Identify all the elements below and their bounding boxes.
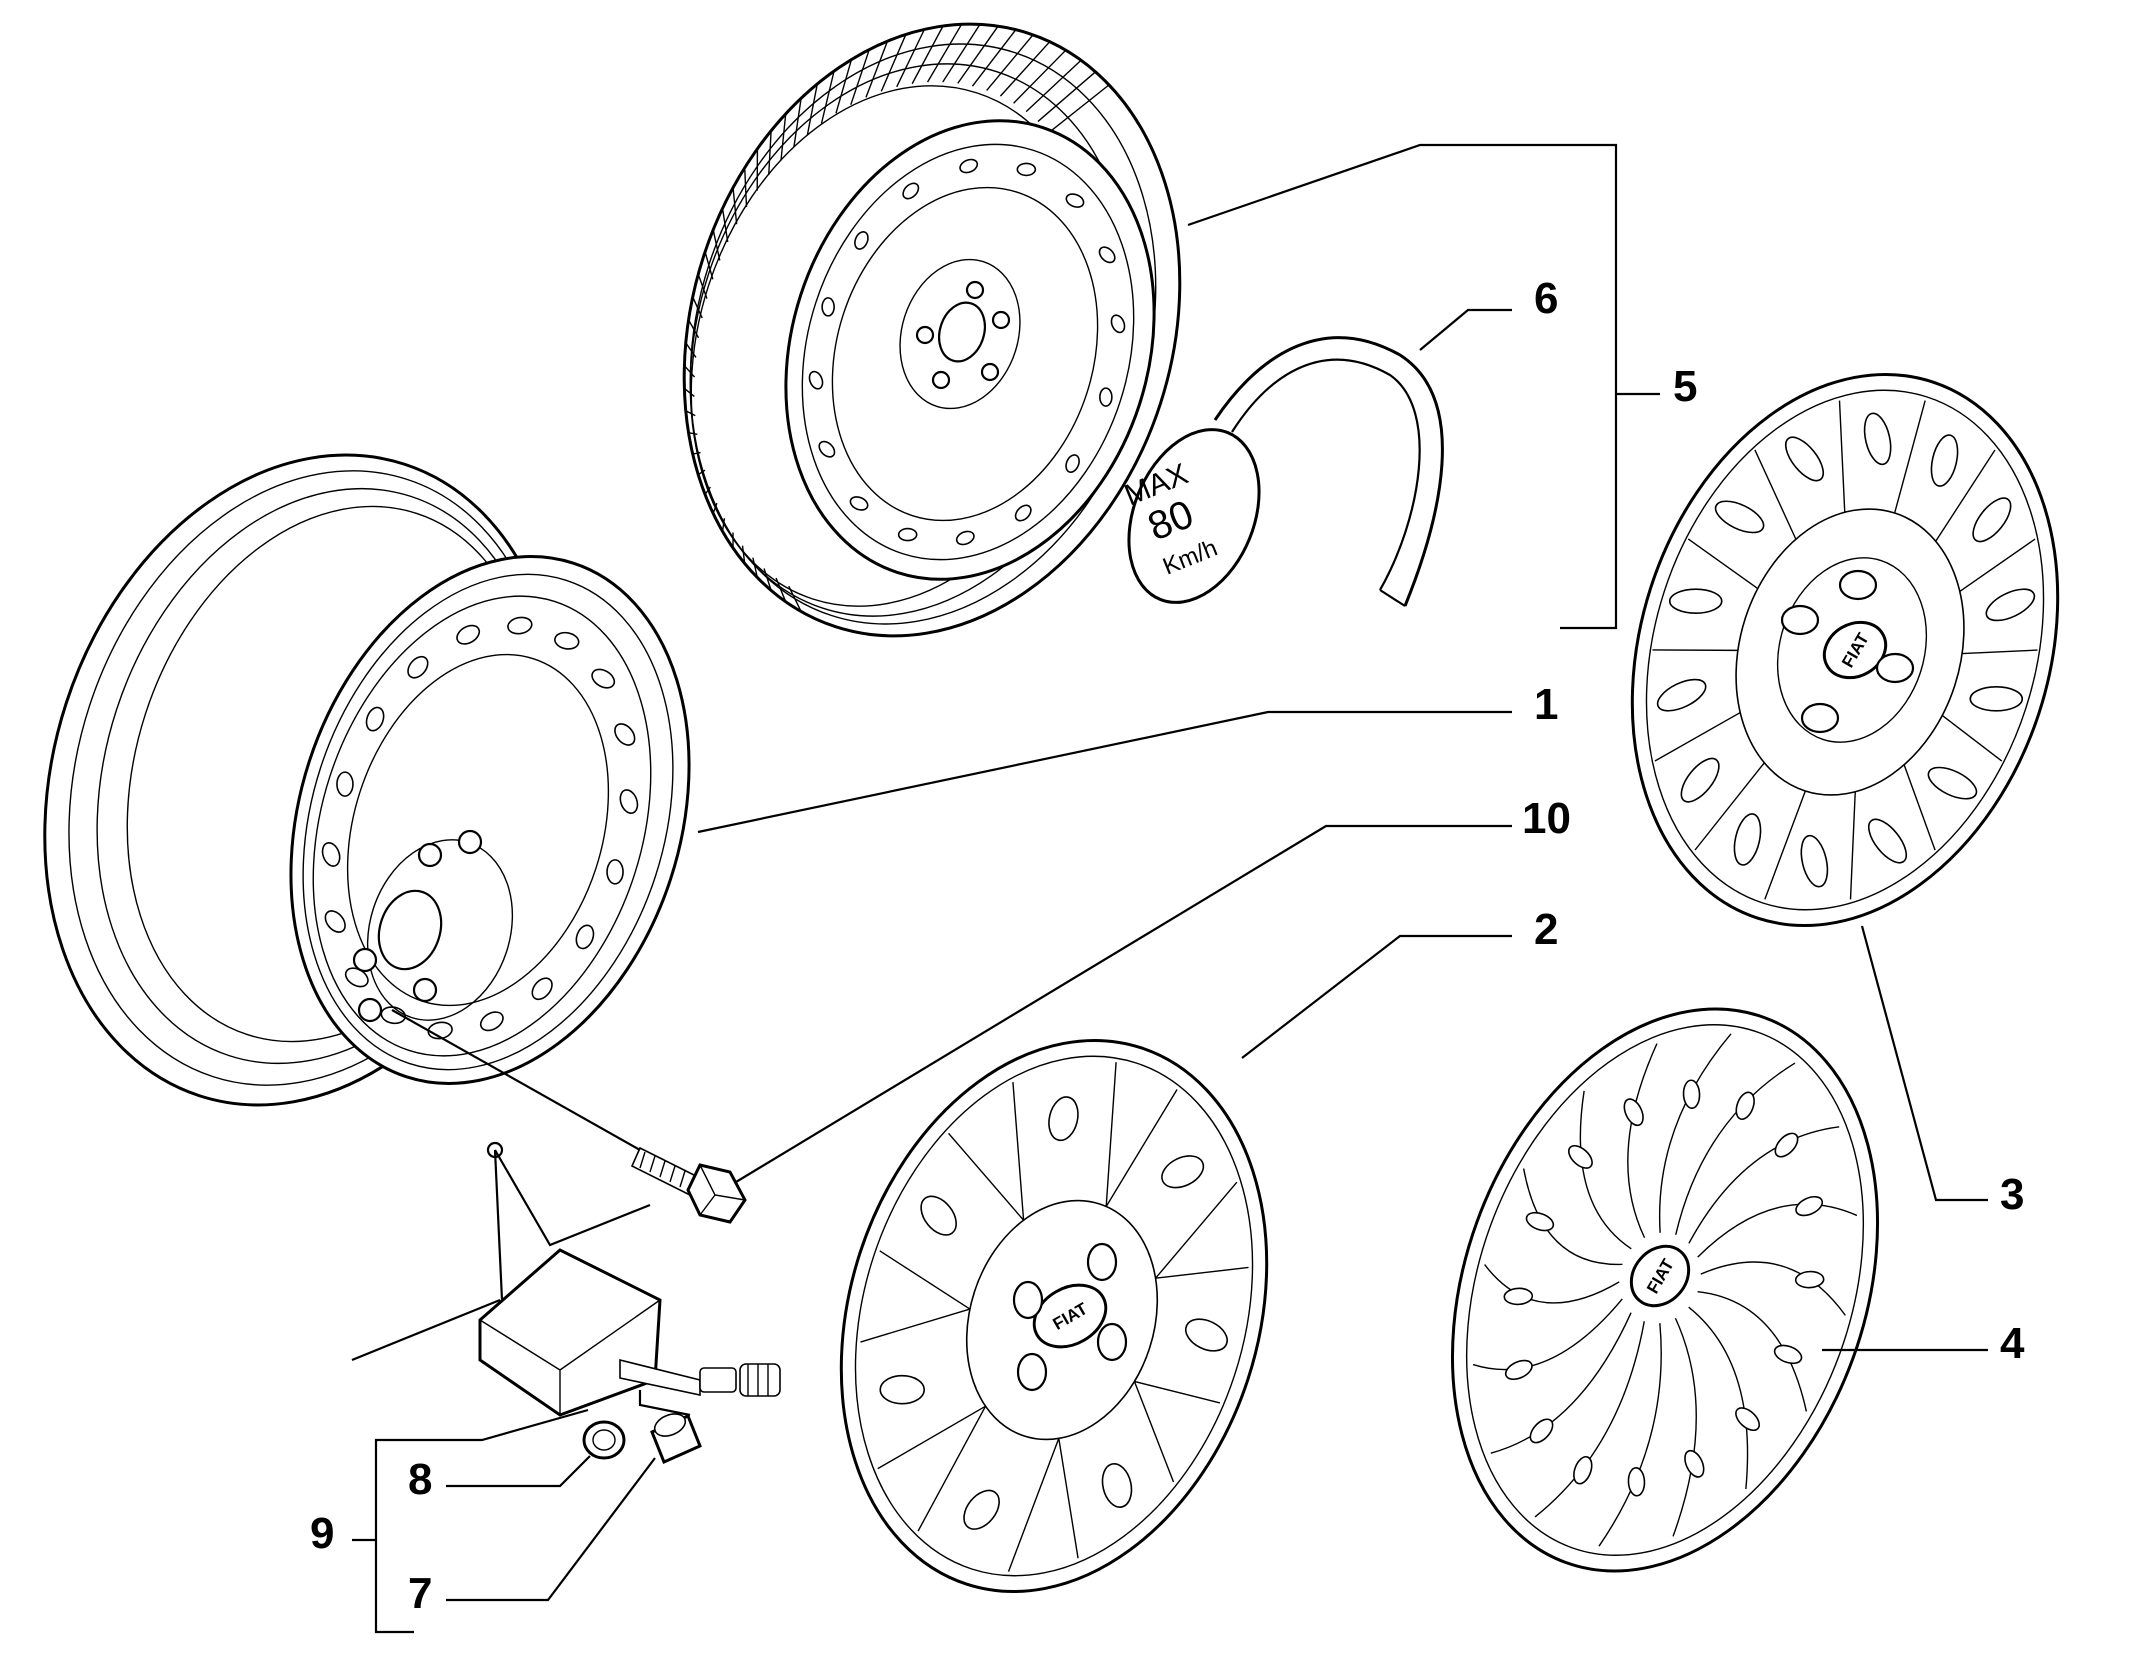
wheel-bolt: [630, 1146, 747, 1224]
callout-5: 5: [1673, 362, 1698, 411]
callout-10: 10: [1522, 794, 1571, 843]
callout-8: 8: [408, 1455, 433, 1504]
sealing-washer: [582, 1420, 626, 1460]
wheel-hubcap-type-b: FIAT: [1630, 372, 2060, 928]
valve-cap: [650, 1413, 702, 1465]
tyre-pressure-sensor: [478, 1248, 781, 1417]
callout-1: 1: [1534, 680, 1559, 729]
callout-3: 3: [2000, 1170, 2025, 1219]
complete-wheel-with-tyre: [682, 22, 1182, 638]
callout-2: 2: [1534, 905, 1559, 954]
steel-wheel-rim: [43, 453, 691, 1159]
callout-6: 6: [1534, 274, 1559, 323]
wheel-hubcap-type-a: FIAT: [839, 1038, 1269, 1594]
callout-4: 4: [2000, 1319, 2025, 1368]
speed-limit-label-tag: MAX 80 Km/h: [1120, 336, 1444, 607]
leader-lines: [351, 143, 1988, 1634]
callout-9: 9: [310, 1509, 335, 1558]
wheel-hubcap-type-c: FIAT: [1450, 1007, 1880, 1573]
callout-7: 7: [408, 1569, 433, 1618]
